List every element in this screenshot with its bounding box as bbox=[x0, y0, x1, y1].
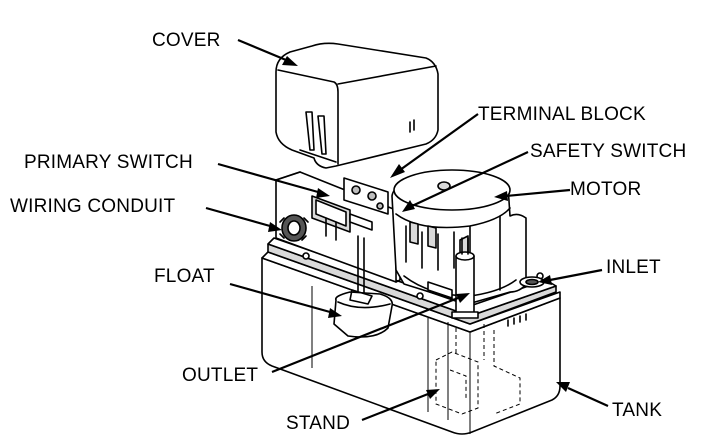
label-primary-switch: PRIMARY SWITCH bbox=[24, 152, 193, 173]
label-inlet: INLET bbox=[606, 257, 661, 278]
label-tank: TANK bbox=[612, 400, 663, 421]
label-float: FLOAT bbox=[154, 266, 215, 287]
terminal-block bbox=[343, 177, 389, 215]
label-outlet: OUTLET bbox=[182, 365, 259, 386]
label-safety-switch: SAFETY SWITCH bbox=[530, 141, 687, 162]
primary-switch bbox=[311, 195, 373, 241]
label-wiring-conduit: WIRING CONDUIT bbox=[10, 196, 176, 217]
float-assembly bbox=[333, 235, 394, 338]
label-terminal-block: TERMINAL BLOCK bbox=[478, 104, 646, 125]
leader-lines bbox=[205, 38, 609, 422]
label-cover: COVER bbox=[152, 30, 221, 51]
wiring-conduit bbox=[279, 214, 309, 242]
label-stand: STAND bbox=[286, 413, 350, 434]
label-motor: MOTOR bbox=[570, 179, 642, 200]
cover bbox=[275, 42, 439, 169]
